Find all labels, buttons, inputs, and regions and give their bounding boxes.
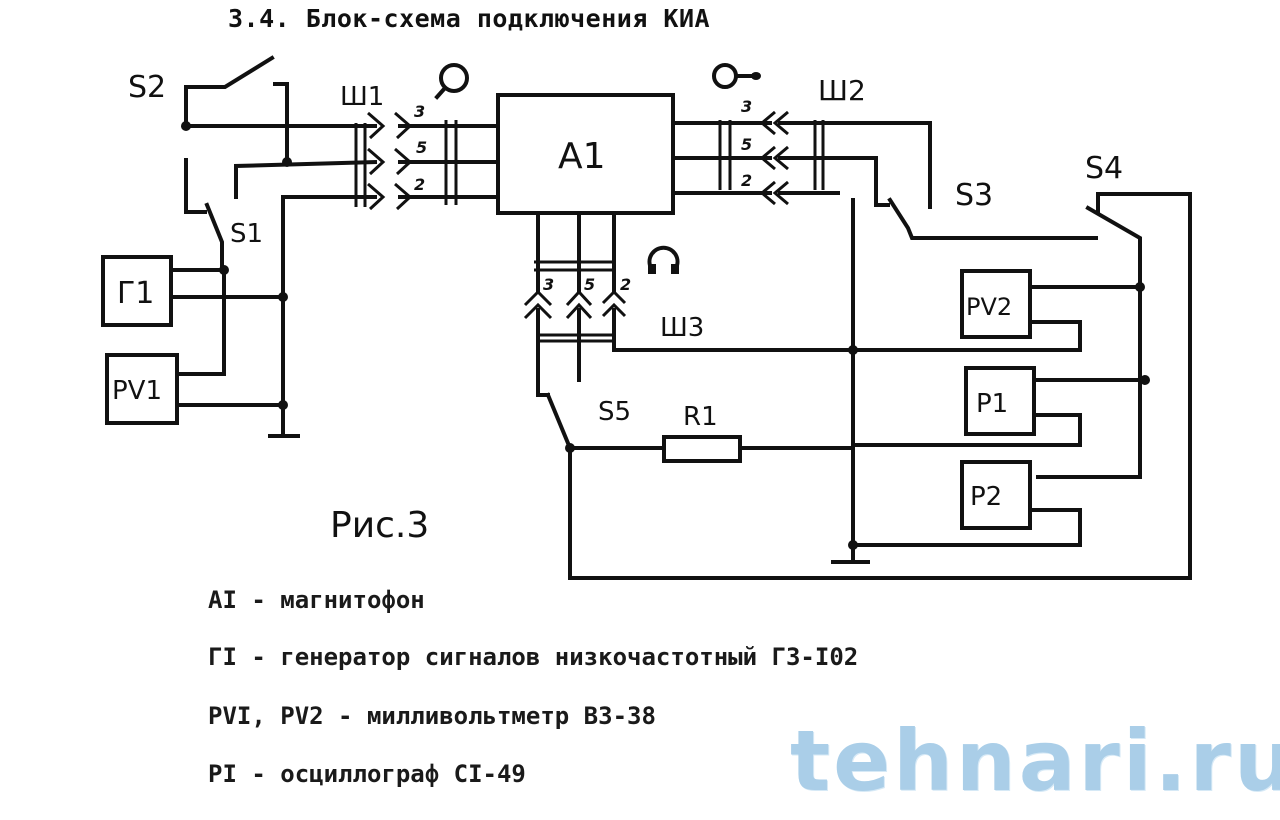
switch-s1	[184, 158, 224, 270]
figure-caption: Рис.3	[330, 505, 429, 546]
millivoltmeter-pv1-label: PV1	[112, 376, 162, 406]
oscilloscope-p1-box	[964, 366, 1036, 436]
connector-x1	[354, 111, 502, 211]
switch-s2	[184, 55, 289, 164]
oscilloscope-p2-box	[960, 460, 1032, 530]
connector-x1-pin-3: 3	[414, 102, 425, 121]
legend-item-a1: AI - магнитофон	[208, 586, 425, 614]
microphone-icon	[434, 63, 469, 100]
legend-item-g1: ГI - генератор сигналов низкочастотный Г…	[208, 643, 859, 671]
line-out-icon	[712, 63, 761, 89]
wire-p1-gnd	[851, 413, 1082, 447]
connector-x3	[523, 211, 855, 397]
wire-pin5-left	[234, 159, 378, 199]
wire-bottom-return	[568, 446, 1192, 580]
junction	[1140, 375, 1150, 385]
connector-x3-pin-3: 3	[543, 275, 554, 294]
switch-s4-label: S4	[1085, 151, 1123, 186]
connector-x2-pin-2: 2	[741, 171, 752, 190]
wire-pv1-in	[176, 266, 226, 376]
wire-pv2-gnd	[851, 320, 1082, 352]
connector-x2-label: Ш2	[818, 74, 866, 107]
resistor-r1-label: R1	[683, 402, 718, 432]
junction	[278, 400, 288, 410]
resistor-r1	[662, 435, 742, 463]
wire-pin2-left	[281, 195, 377, 437]
switch-s3	[887, 197, 1098, 240]
millivoltmeter-pv1-box	[105, 353, 179, 425]
generator-g1-label: Г1	[117, 276, 154, 311]
junction	[181, 121, 191, 131]
switch-s3-label: S3	[955, 178, 993, 213]
connector-x2	[671, 110, 932, 209]
connector-x1-pin-2: 2	[414, 175, 425, 194]
switch-s1-label: S1	[230, 219, 263, 249]
tape-recorder-a1-label: A1	[558, 136, 606, 177]
tape-recorder-a1-box	[496, 93, 675, 215]
legend-item-pv: PVI, PV2 - милливольтметр В3-38	[208, 702, 656, 730]
connector-x3-pin-2: 2	[620, 275, 631, 294]
connector-x1-pin-5: 5	[416, 138, 427, 157]
oscilloscope-p1-label: P1	[976, 389, 1008, 419]
page-title: 3.4. Блок-схема подключения КИА	[228, 4, 711, 33]
wire-p2-gnd	[851, 508, 1082, 547]
watermark: tehnari.ru	[790, 712, 1280, 810]
connector-x3-pin-5: 5	[584, 275, 595, 294]
block-diagram: Г1 PV1 3 5 2 A1	[101, 55, 1192, 580]
generator-g1-box	[101, 255, 173, 327]
millivoltmeter-pv2-box	[960, 269, 1032, 339]
millivoltmeter-pv2-label: PV2	[966, 293, 1012, 321]
switch-s4	[1036, 192, 1192, 580]
connector-x2-pin-3: 3	[741, 97, 752, 116]
headphones-icon	[647, 245, 680, 274]
oscilloscope-p2-label: P2	[970, 482, 1002, 512]
junction	[1135, 282, 1145, 292]
legend-item-p1: PI - осциллограф СI-49	[208, 760, 526, 788]
connector-x3-label: Ш3	[660, 313, 704, 343]
switch-s5-label: S5	[598, 397, 631, 427]
switch-s5	[545, 392, 573, 451]
junction	[848, 540, 858, 550]
connector-x1-label: Ш1	[340, 82, 384, 112]
junction	[282, 157, 292, 167]
junction	[278, 292, 288, 302]
connector-x2-pin-5: 5	[741, 135, 752, 154]
switch-s2-label: S2	[128, 70, 166, 105]
